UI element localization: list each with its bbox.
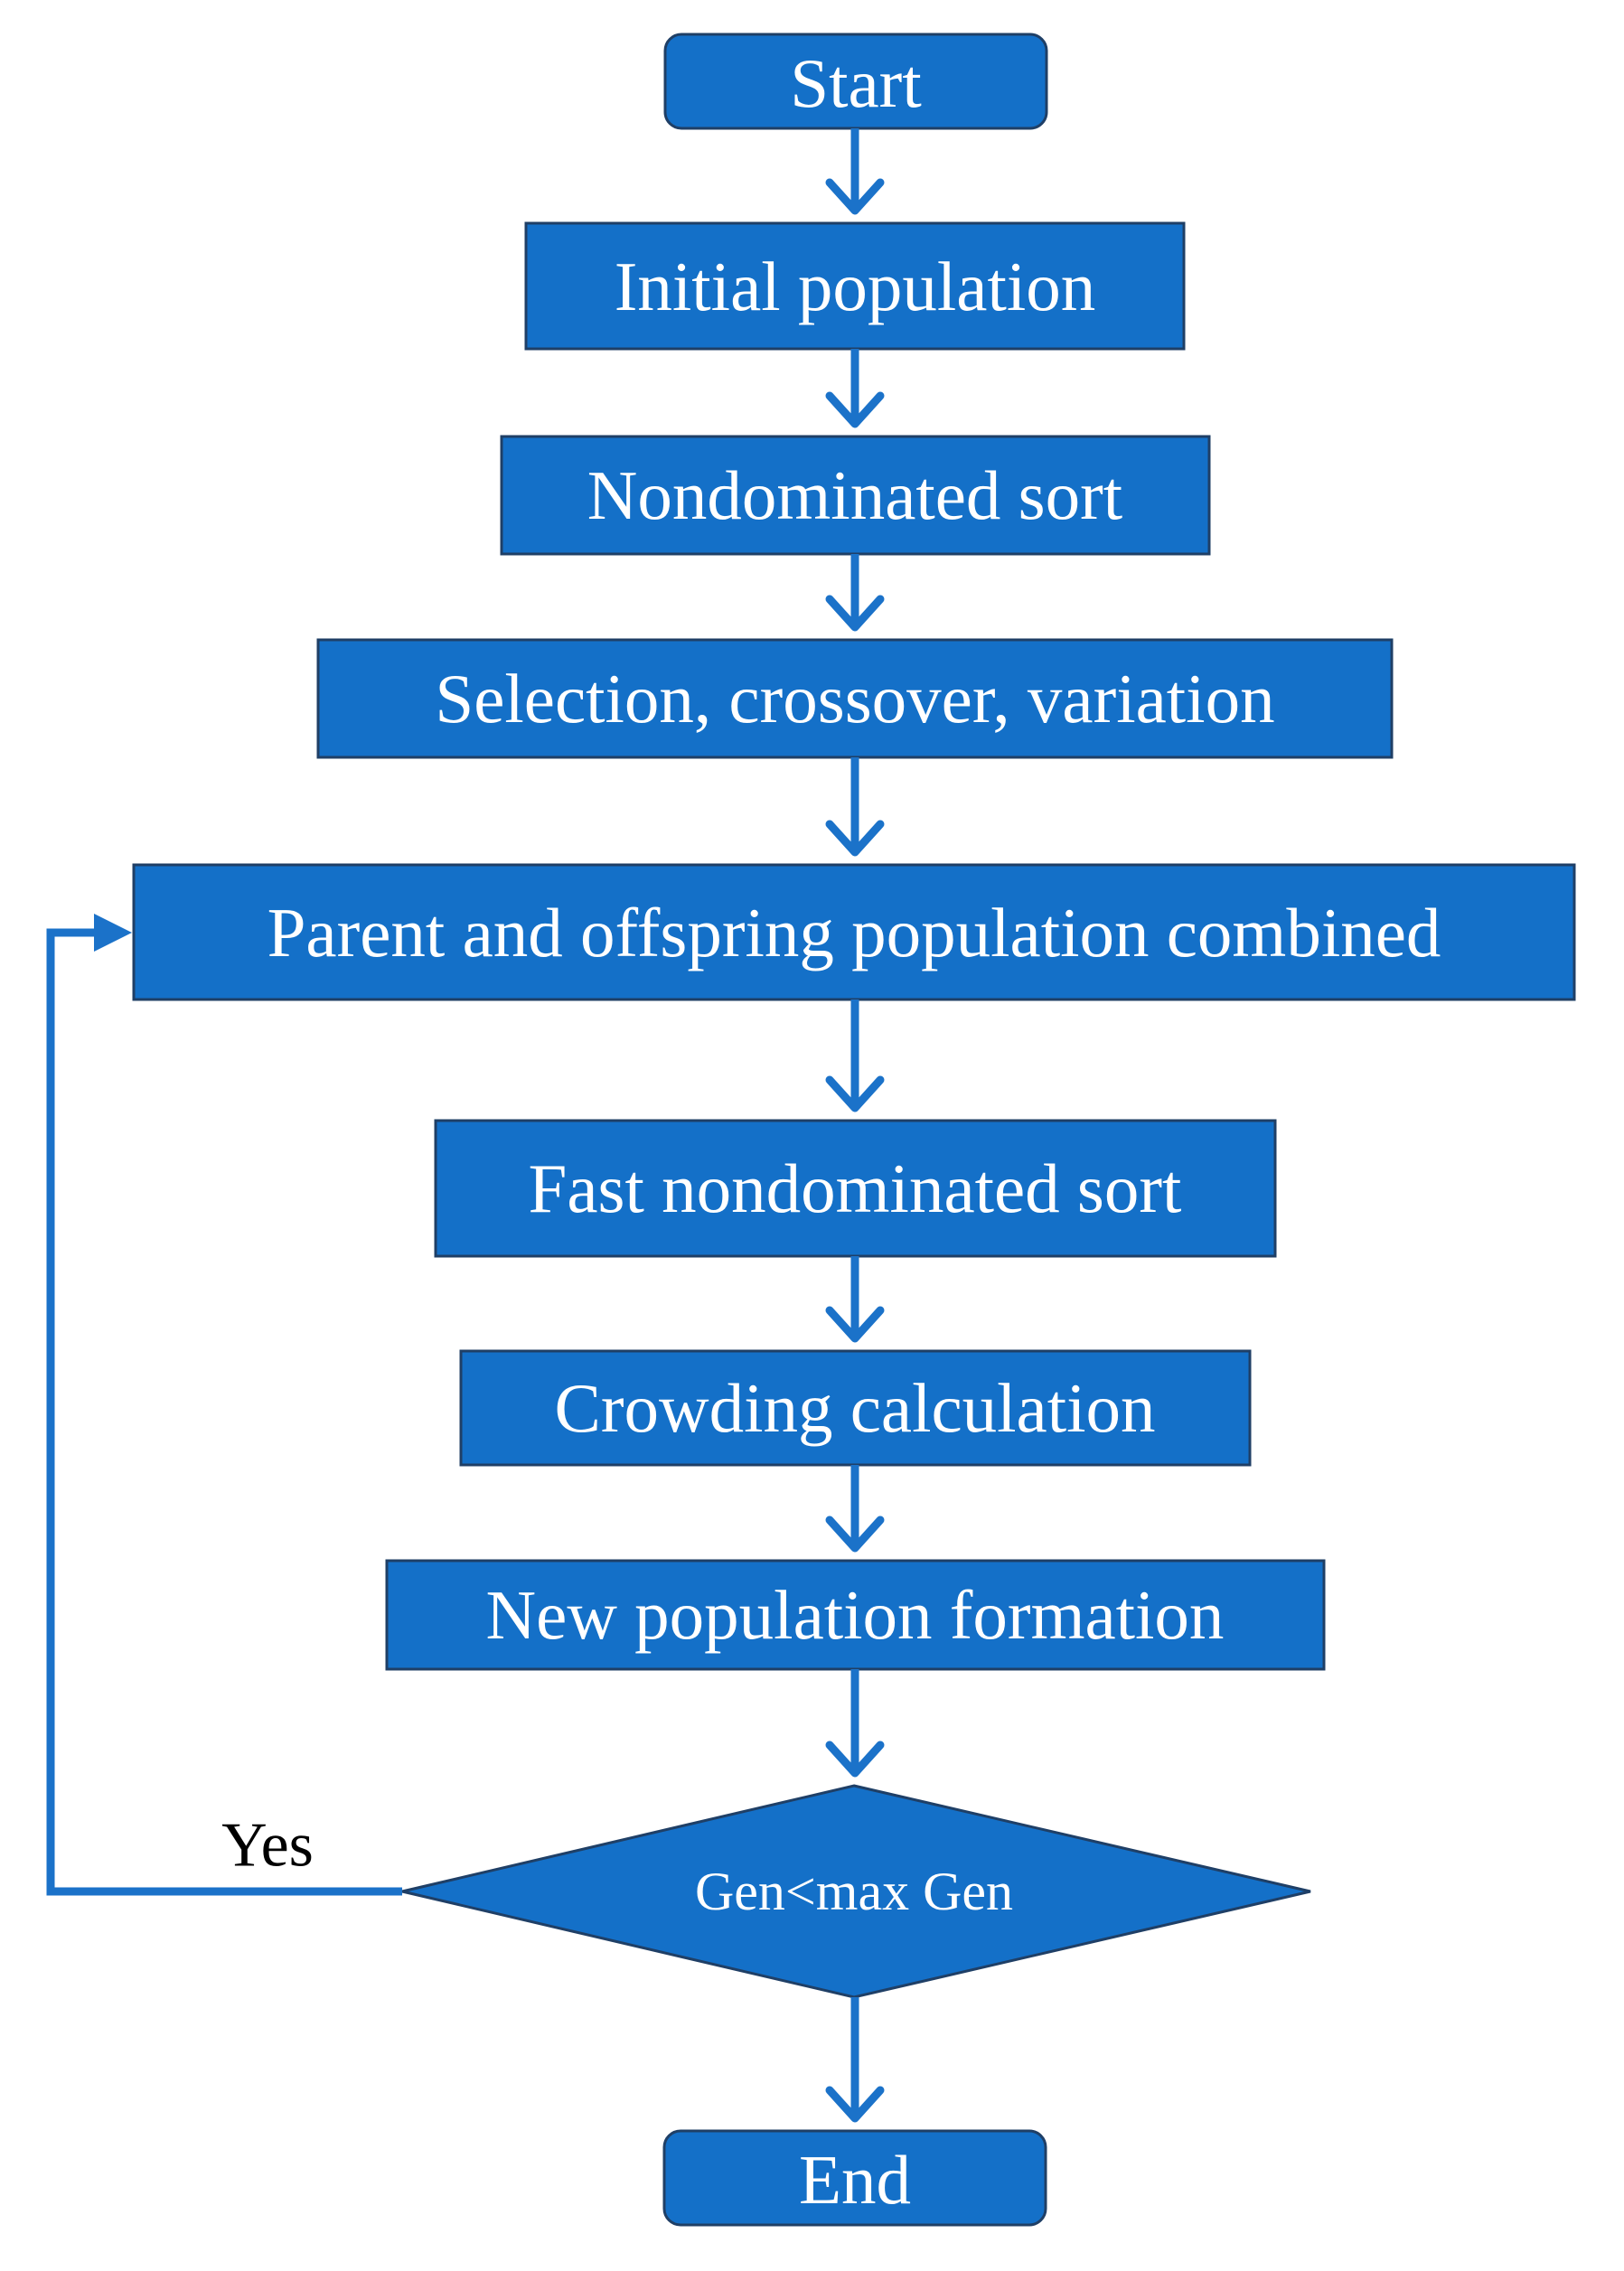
loop-yes-connector: Yes [46,914,402,1896]
loop-yes-label: Yes [221,1811,314,1881]
arrow-selection-to-combined [825,757,885,857]
node-parent-offspring-combined: Parent and offspring population combined [132,863,1576,1001]
node-start: Start [663,33,1048,130]
node-crowding-calculation: Crowding calculation [459,1349,1252,1467]
node-end: End [662,2129,1047,2227]
node-nondominated-sort: Nondominated sort [500,435,1211,556]
arrow-crowding-to-newpop-head [825,1516,885,1553]
node-new-population-formation-label: New population formation [486,1576,1225,1654]
node-fast-nondominated-sort: Fast nondominated sort [434,1119,1277,1258]
arrow-nondominated-to-selection [825,554,885,632]
arrow-selection-to-combined-head [825,820,885,857]
arrow-decision-to-end-head [825,2086,885,2123]
node-parent-offspring-combined-label: Parent and offspring population combined [268,894,1441,971]
loop-yes-line [46,928,402,1896]
arrow-nondominated-to-selection-head [825,595,885,632]
arrow-crowding-to-newpop [825,1465,885,1553]
arrow-decision-to-end [825,1997,885,2123]
node-decision-label: Gen<max Gen [695,1862,1013,1921]
node-crowding-calculation-label: Crowding calculation [554,1369,1155,1447]
node-nondominated-sort-box [500,435,1211,556]
node-initial-population-box [524,221,1186,351]
node-start-label: Start [790,44,921,122]
node-selection-crossover-variation-label: Selection, crossover, variation [435,660,1274,737]
node-new-population-formation: New population formation [385,1559,1326,1671]
arrow-initial-to-nondominated [825,349,885,428]
arrow-initial-to-nondominated-head [825,391,885,428]
node-fast-nondominated-sort-label: Fast nondominated sort [529,1150,1182,1227]
node-nondominated-sort-label: Nondominated sort [587,456,1122,534]
arrow-combined-to-fast [825,999,885,1112]
arrow-newpop-to-decision [825,1669,885,1778]
node-initial-population: Initial population [524,221,1186,351]
node-end-label: End [799,2141,911,2219]
node-new-population-formation-box [385,1559,1326,1671]
arrow-start-to-initial [825,128,885,215]
node-selection-crossover-variation: Selection, crossover, variation [316,638,1394,759]
arrow-fast-to-crowding-head [825,1306,885,1343]
arrow-newpop-to-decision-head [825,1741,885,1778]
node-end-box [662,2129,1047,2227]
arrow-fast-to-crowding [825,1256,885,1343]
arrow-combined-to-fast-head [825,1075,885,1112]
node-initial-population-label: Initial population [615,248,1096,325]
node-selection-crossover-variation-box [316,638,1394,759]
arrow-start-to-initial-head [825,178,885,215]
node-parent-offspring-combined-box [132,863,1576,1001]
node-decision: Gen<max Gen [401,1784,1311,1999]
loop-yes-arrowhead [94,914,132,952]
